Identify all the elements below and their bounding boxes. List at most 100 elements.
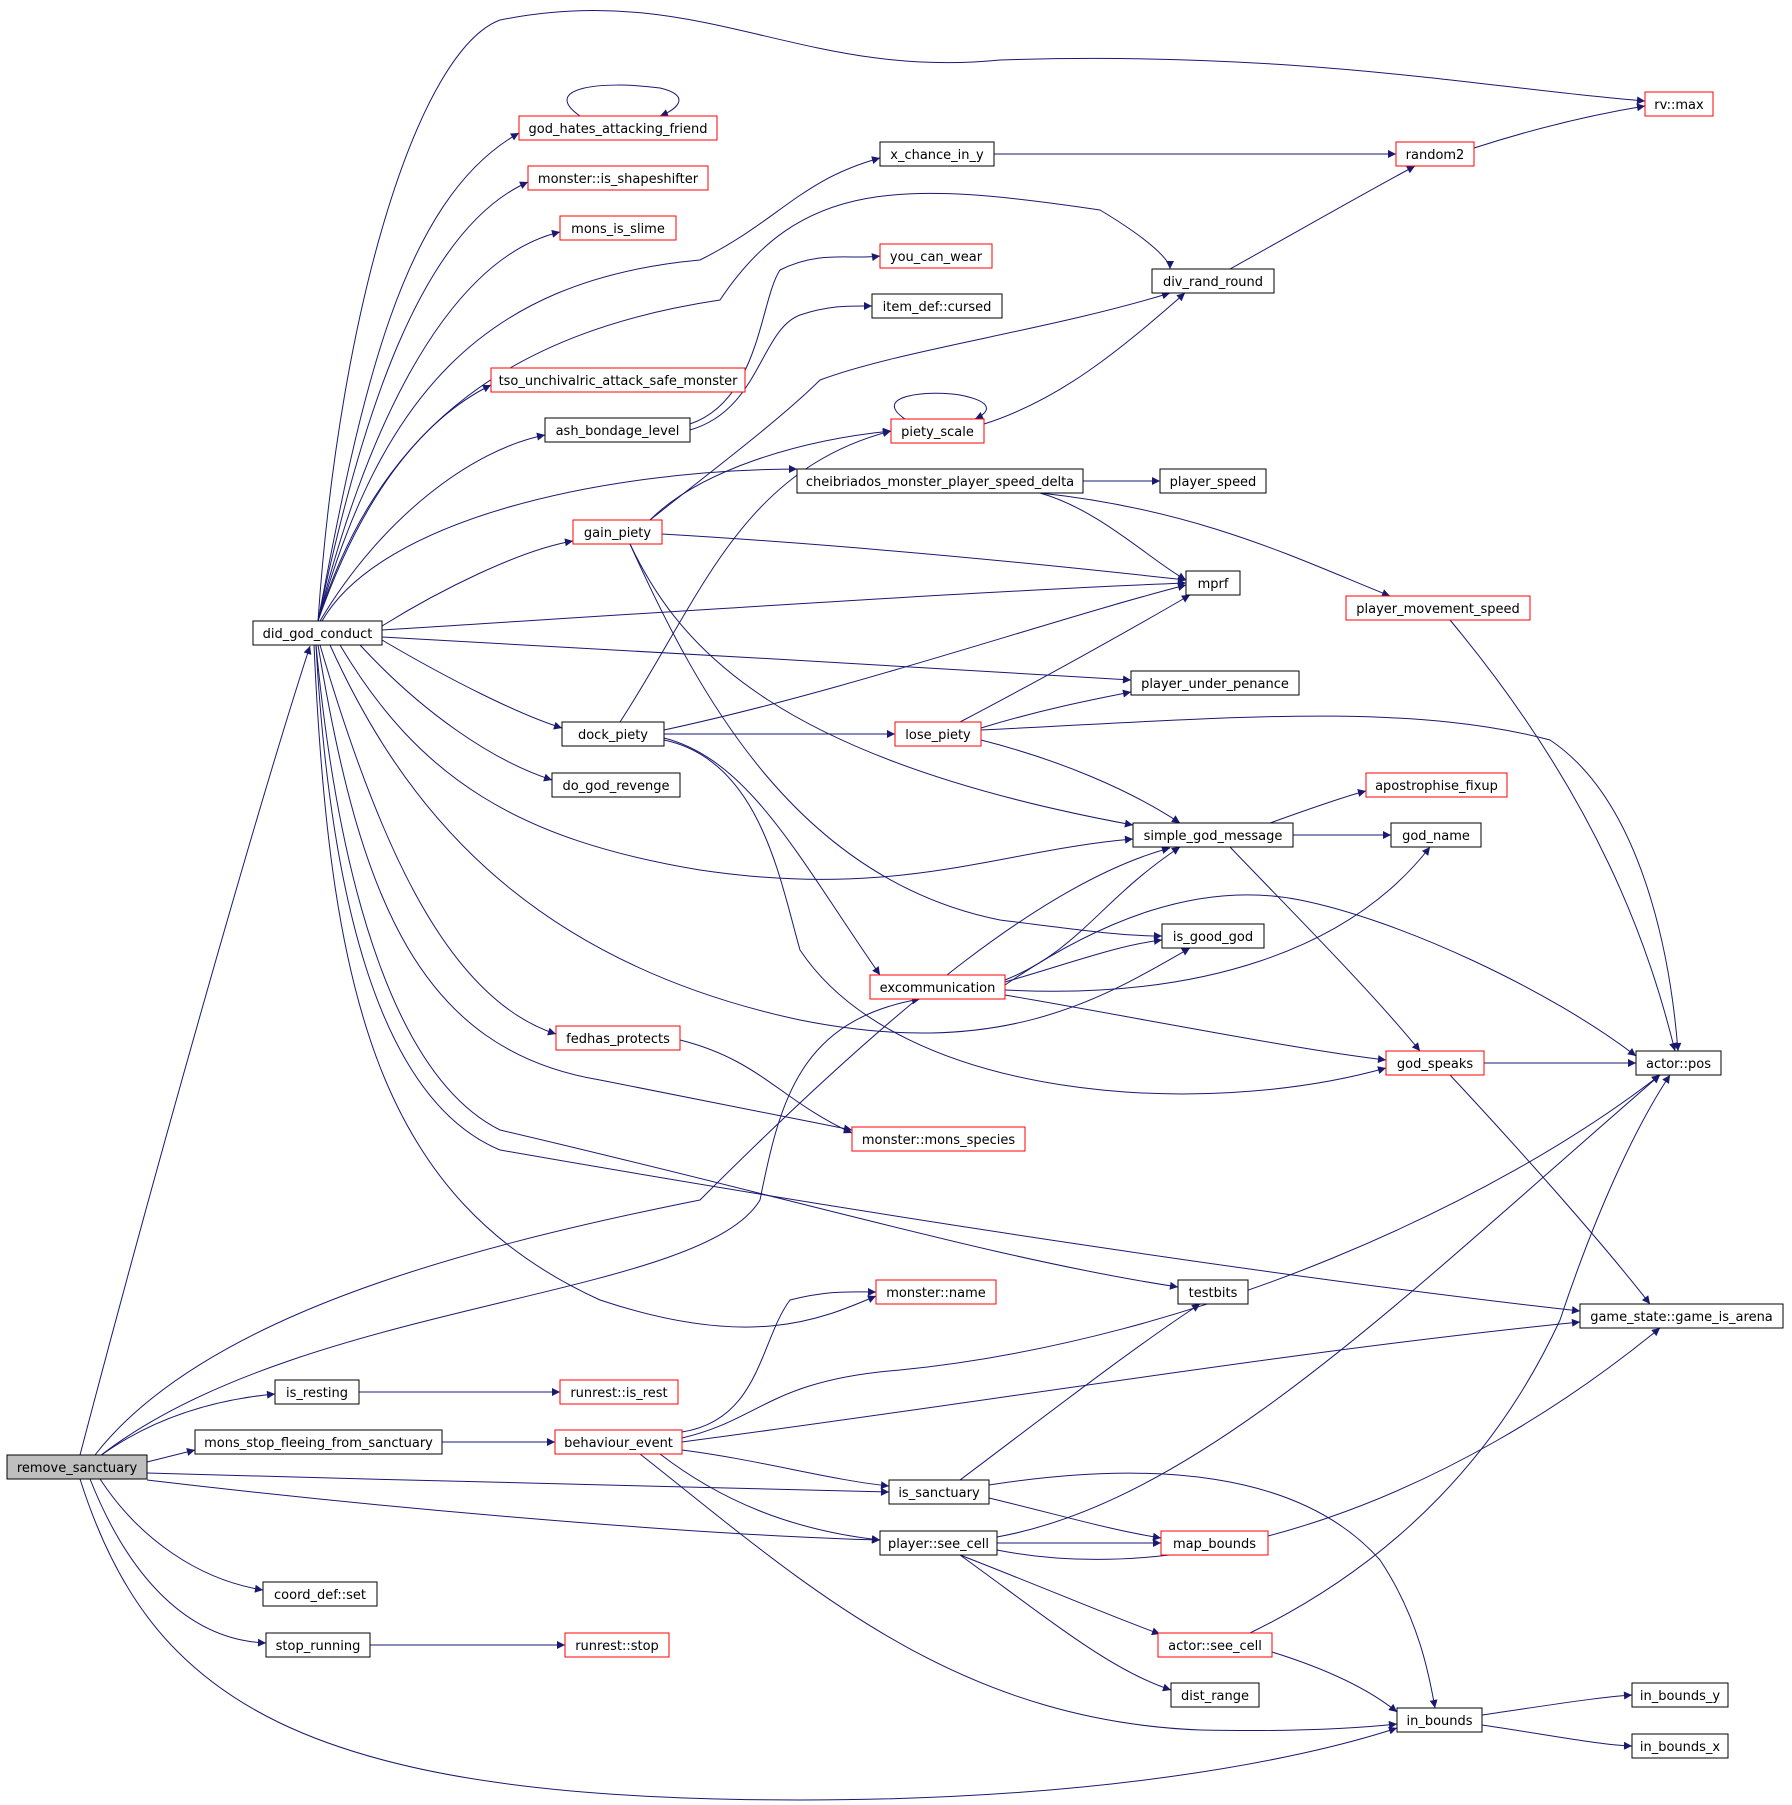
node-label: dist_range	[1181, 1689, 1249, 1704]
edge-remove-sanctuary-to-coord-def-set	[99, 1478, 264, 1593]
node-mons-is-slime[interactable]: mons_is_slime	[559, 215, 677, 241]
node-box	[274, 1379, 360, 1405]
node-behaviour-event[interactable]: behaviour_event	[554, 1429, 683, 1455]
edge-remove-sanctuary-to-in-bounds	[79, 1478, 1398, 1801]
node-label: mons_is_slime	[571, 222, 665, 237]
edge-excommunication-to-god-name	[1004, 846, 1431, 992]
node-in-bounds-x[interactable]: in_bounds_x	[1631, 1733, 1729, 1759]
node-box	[1159, 468, 1267, 494]
node-lose-piety[interactable]: lose_piety	[894, 721, 982, 747]
node-piety-scale[interactable]: piety_scale	[890, 418, 985, 444]
node-god-speaks[interactable]: god_speaks	[1385, 1050, 1485, 1076]
node-box	[879, 141, 995, 167]
node-game-is-arena[interactable]: game_state::game_is_arena	[1579, 1303, 1784, 1329]
node-label: excommunication	[880, 981, 996, 996]
node-random2[interactable]: random2	[1395, 141, 1475, 167]
node-label: you_can_wear	[890, 250, 983, 265]
node-do-god-revenge[interactable]: do_god_revenge	[551, 772, 681, 798]
node-remove-sanctuary[interactable]: remove_sanctuary	[6, 1454, 148, 1480]
node-mons-stop-fleeing[interactable]: mons_stop_fleeing_from_sanctuary	[194, 1429, 443, 1455]
node-label: remove_sanctuary	[17, 1461, 138, 1476]
node-god-hates-attacking-friend[interactable]: god_hates_attacking_friend	[518, 115, 718, 141]
edge-did-god-conduct-to-dock-piety	[381, 639, 563, 730]
edge-did-god-conduct-to-is-shapeshifter	[317, 181, 529, 622]
node-monster-name[interactable]: monster::name	[875, 1279, 997, 1305]
node-map-bounds[interactable]: map_bounds	[1160, 1530, 1269, 1556]
node-mons-species[interactable]: monster::mons_species	[851, 1126, 1026, 1152]
edge-gain-piety-to-is-good-god	[629, 543, 1163, 940]
edge-behaviour-event-to-monster-name	[681, 1287, 877, 1433]
node-box	[890, 418, 985, 444]
edge-did-god-conduct-to-player-under-penance	[381, 636, 1132, 684]
node-label: player_speed	[1170, 475, 1257, 490]
node-coord-def-set[interactable]: coord_def::set	[262, 1581, 378, 1607]
node-is-sanctuary[interactable]: is_sanctuary	[888, 1479, 990, 1505]
node-label: actor::pos	[1646, 1057, 1711, 1072]
node-item-def-cursed[interactable]: item_def::cursed	[871, 293, 1003, 319]
node-fedhas-protects[interactable]: fedhas_protects	[555, 1025, 681, 1051]
node-is-resting[interactable]: is_resting	[274, 1379, 360, 1405]
node-gain-piety[interactable]: gain_piety	[572, 519, 663, 545]
node-excommunication[interactable]: excommunication	[869, 974, 1006, 1000]
node-box	[1177, 1279, 1249, 1305]
edge-remove-sanctuary-to-excommunication	[99, 996, 921, 1457]
node-player-under-penance[interactable]: player_under_penance	[1130, 670, 1300, 696]
node-player-see-cell[interactable]: player::see_cell	[879, 1530, 998, 1556]
node-label: rv::max	[1654, 98, 1704, 113]
node-actor-pos[interactable]: actor::pos	[1635, 1050, 1722, 1076]
node-player-speed[interactable]: player_speed	[1159, 468, 1267, 494]
node-rv-max[interactable]: rv::max	[1644, 91, 1714, 117]
node-apostrophise-fixup[interactable]: apostrophise_fixup	[1365, 772, 1508, 798]
node-dock-piety[interactable]: dock_piety	[561, 721, 665, 747]
edge-lose-piety-to-player-under-penance	[980, 689, 1132, 729]
node-label: in_bounds	[1406, 1714, 1472, 1729]
node-did-god-conduct[interactable]: did_god_conduct	[252, 620, 383, 646]
edge-lose-piety-to-mprf	[959, 594, 1191, 723]
node-x-chance-in-y[interactable]: x_chance_in_y	[879, 141, 995, 167]
node-label: actor::see_cell	[1168, 1639, 1262, 1654]
node-box	[1644, 91, 1714, 117]
node-box	[1151, 268, 1275, 294]
edge-div-rand-round-to-random2	[1229, 165, 1416, 270]
node-label: tso_unchivalric_attack_safe_monster	[499, 374, 739, 389]
node-ash-bondage-level[interactable]: ash_bondage_level	[544, 417, 691, 443]
node-dist-range[interactable]: dist_range	[1170, 1682, 1260, 1708]
edge-did-god-conduct-to-mons-is-slime	[317, 229, 561, 622]
edge-ash-bondage-level-to-item-def-cursed	[689, 301, 873, 431]
edge-remove-sanctuary-to-player-see-cell	[146, 1479, 881, 1544]
node-simple-god-message[interactable]: simple_god_message	[1132, 822, 1294, 848]
edge-excommunication-to-is-good-god	[1004, 936, 1163, 983]
node-label: in_bounds_x	[1640, 1740, 1721, 1755]
node-testbits[interactable]: testbits	[1177, 1279, 1249, 1305]
node-actor-see-cell[interactable]: actor::see_cell	[1157, 1632, 1273, 1658]
node-label: player_movement_speed	[1356, 602, 1519, 617]
node-label: god_speaks	[1397, 1057, 1473, 1072]
node-label: x_chance_in_y	[890, 148, 984, 163]
node-box	[555, 1025, 681, 1051]
node-mprf[interactable]: mprf	[1185, 570, 1241, 596]
node-box	[527, 165, 709, 191]
node-label: in_bounds_y	[1640, 1689, 1721, 1704]
edge-behaviour-event-to-in-bounds	[639, 1453, 1398, 1732]
node-god-name[interactable]: god_name	[1390, 822, 1482, 848]
node-cheibriados-delta[interactable]: cheibriados_monster_player_speed_delta	[796, 468, 1084, 494]
edge-gain-piety-to-piety-scale	[649, 427, 892, 521]
node-div-rand-round[interactable]: div_rand_round	[1151, 268, 1275, 294]
node-runrest-stop[interactable]: runrest::stop	[564, 1632, 670, 1658]
node-is-shapeshifter[interactable]: monster::is_shapeshifter	[527, 165, 709, 191]
node-label: monster::name	[886, 1286, 985, 1301]
node-box	[1157, 1632, 1273, 1658]
node-label: monster::is_shapeshifter	[538, 172, 699, 187]
node-tso-unchivalric[interactable]: tso_unchivalric_attack_safe_monster	[490, 367, 746, 393]
edge-dock-piety-to-piety-scale	[619, 429, 892, 723]
node-label: player::see_cell	[888, 1537, 989, 1552]
node-runrest-is-rest[interactable]: runrest::is_rest	[559, 1379, 679, 1405]
node-player-movement-speed[interactable]: player_movement_speed	[1345, 595, 1531, 621]
node-in-bounds-y[interactable]: in_bounds_y	[1631, 1682, 1729, 1708]
node-in-bounds[interactable]: in_bounds	[1396, 1707, 1483, 1733]
node-is-good-god[interactable]: is_good_god	[1161, 923, 1265, 949]
node-you-can-wear[interactable]: you_can_wear	[879, 243, 993, 269]
node-label: mons_stop_fleeing_from_sanctuary	[204, 1436, 433, 1451]
node-stop-running[interactable]: stop_running	[265, 1632, 371, 1658]
